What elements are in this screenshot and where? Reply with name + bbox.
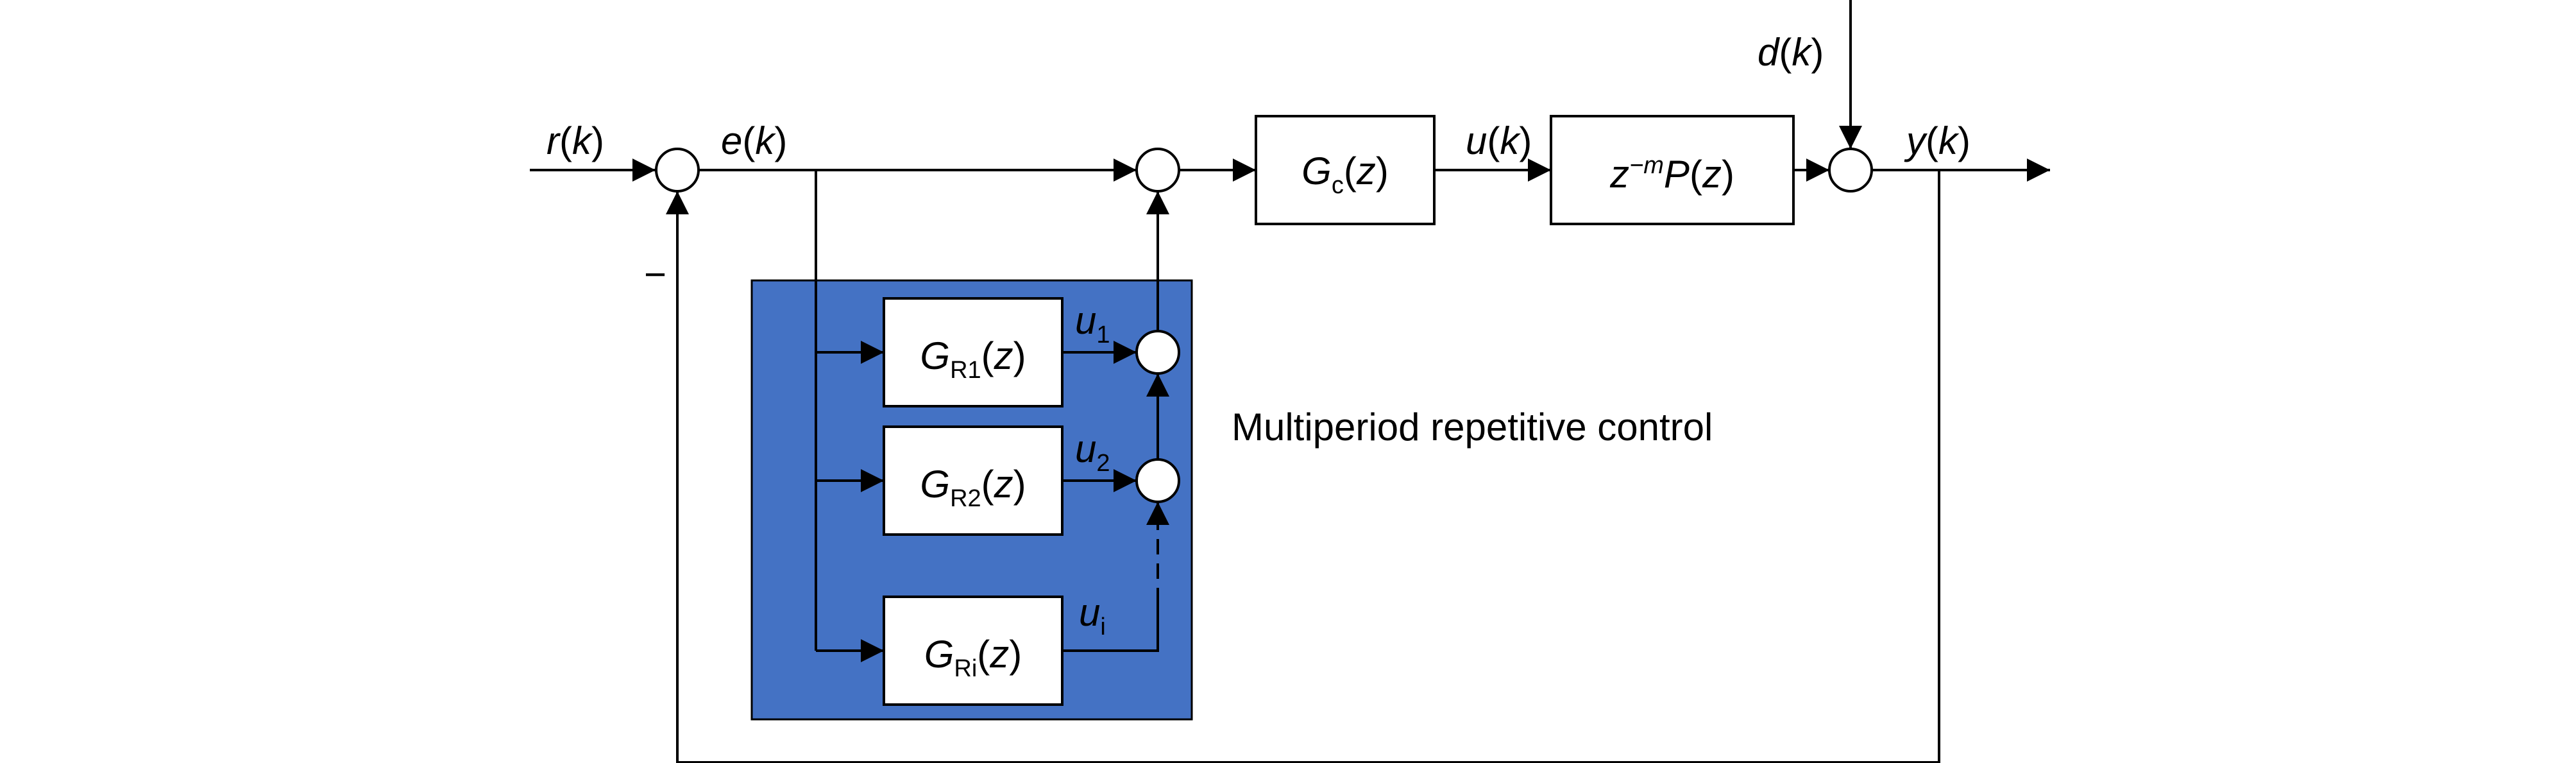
feedback-sign: − bbox=[644, 253, 666, 296]
label-u1: u1 bbox=[1075, 299, 1110, 348]
block-gri bbox=[883, 596, 1063, 706]
label-gr1: GR1(z) bbox=[920, 334, 1026, 384]
block-gr2 bbox=[883, 425, 1063, 536]
label-y: y(k) bbox=[1904, 119, 1970, 162]
wires bbox=[530, 0, 2050, 763]
wire-ui bbox=[1062, 603, 1159, 652]
label-d: d(k) bbox=[1758, 31, 1824, 74]
label-gri: GRi(z) bbox=[924, 633, 1022, 682]
label-u2: u2 bbox=[1075, 427, 1110, 477]
block-gc bbox=[1255, 115, 1436, 225]
summing-junction-u2 bbox=[1135, 458, 1180, 503]
wire-feedback bbox=[666, 170, 1940, 763]
block-gr1 bbox=[883, 297, 1063, 407]
label-gc: Gc(z) bbox=[1301, 150, 1389, 199]
label-ui: ui bbox=[1079, 591, 1106, 640]
group-label: Multiperiod repetitive control bbox=[1232, 406, 1713, 449]
summing-junction-error bbox=[655, 148, 700, 193]
label-gr2: GR2(z) bbox=[920, 463, 1026, 512]
summing-junction-disturbance bbox=[1828, 148, 1873, 193]
label-u: u(k) bbox=[1466, 119, 1532, 162]
label-r: r(k) bbox=[547, 119, 604, 162]
summing-junction-u1 bbox=[1135, 330, 1180, 375]
summing-junction-control bbox=[1135, 148, 1180, 193]
block-plant bbox=[1550, 115, 1795, 225]
label-plant: z−mP(z) bbox=[1609, 152, 1734, 196]
label-e: e(k) bbox=[721, 119, 787, 162]
